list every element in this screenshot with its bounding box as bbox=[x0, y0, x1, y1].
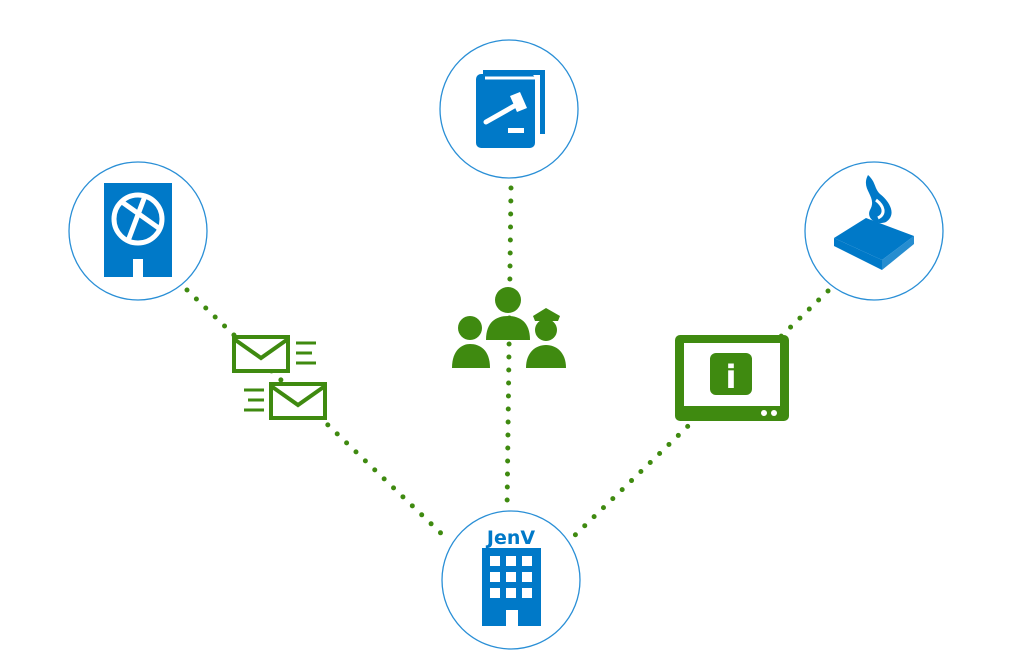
connector-middle bbox=[504, 185, 514, 515]
law-book-gavel-icon bbox=[476, 70, 545, 148]
node-center-label: JenV bbox=[485, 527, 535, 549]
node-center: JenV bbox=[441, 510, 581, 650]
globe-building-icon bbox=[104, 183, 172, 277]
office-building-icon bbox=[482, 548, 541, 626]
node-right bbox=[804, 161, 944, 301]
info-tablet-icon: i bbox=[675, 335, 789, 421]
node-left bbox=[68, 161, 208, 301]
people-group-icon bbox=[452, 287, 566, 368]
node-top bbox=[439, 39, 579, 179]
info-glyph: i bbox=[726, 358, 737, 396]
police-emblem-icon bbox=[834, 175, 914, 270]
envelopes-icon bbox=[232, 335, 327, 420]
